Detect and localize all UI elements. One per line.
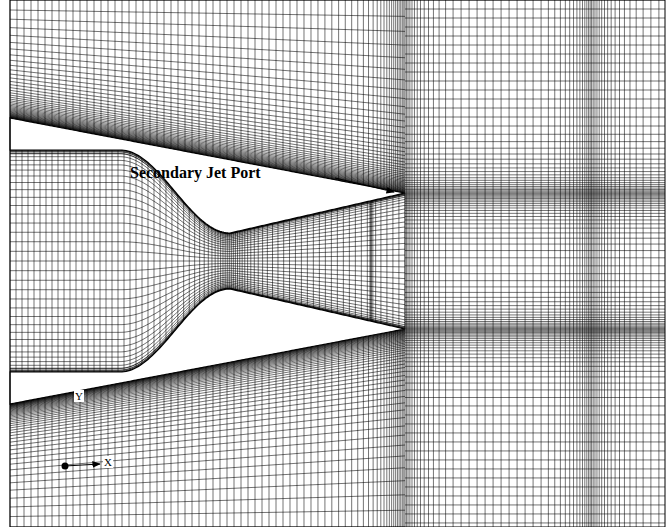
nozzle-wall xyxy=(10,118,405,233)
grid-lines xyxy=(10,0,665,527)
mesh-frame xyxy=(10,0,665,527)
axis-label: Y xyxy=(74,390,84,402)
leader-arrow xyxy=(335,178,394,192)
x-axis xyxy=(65,464,100,466)
nozzle-wall xyxy=(10,289,405,404)
jet-port-label: Secondary Jet Port xyxy=(130,164,261,182)
axis-label: X xyxy=(103,456,113,468)
